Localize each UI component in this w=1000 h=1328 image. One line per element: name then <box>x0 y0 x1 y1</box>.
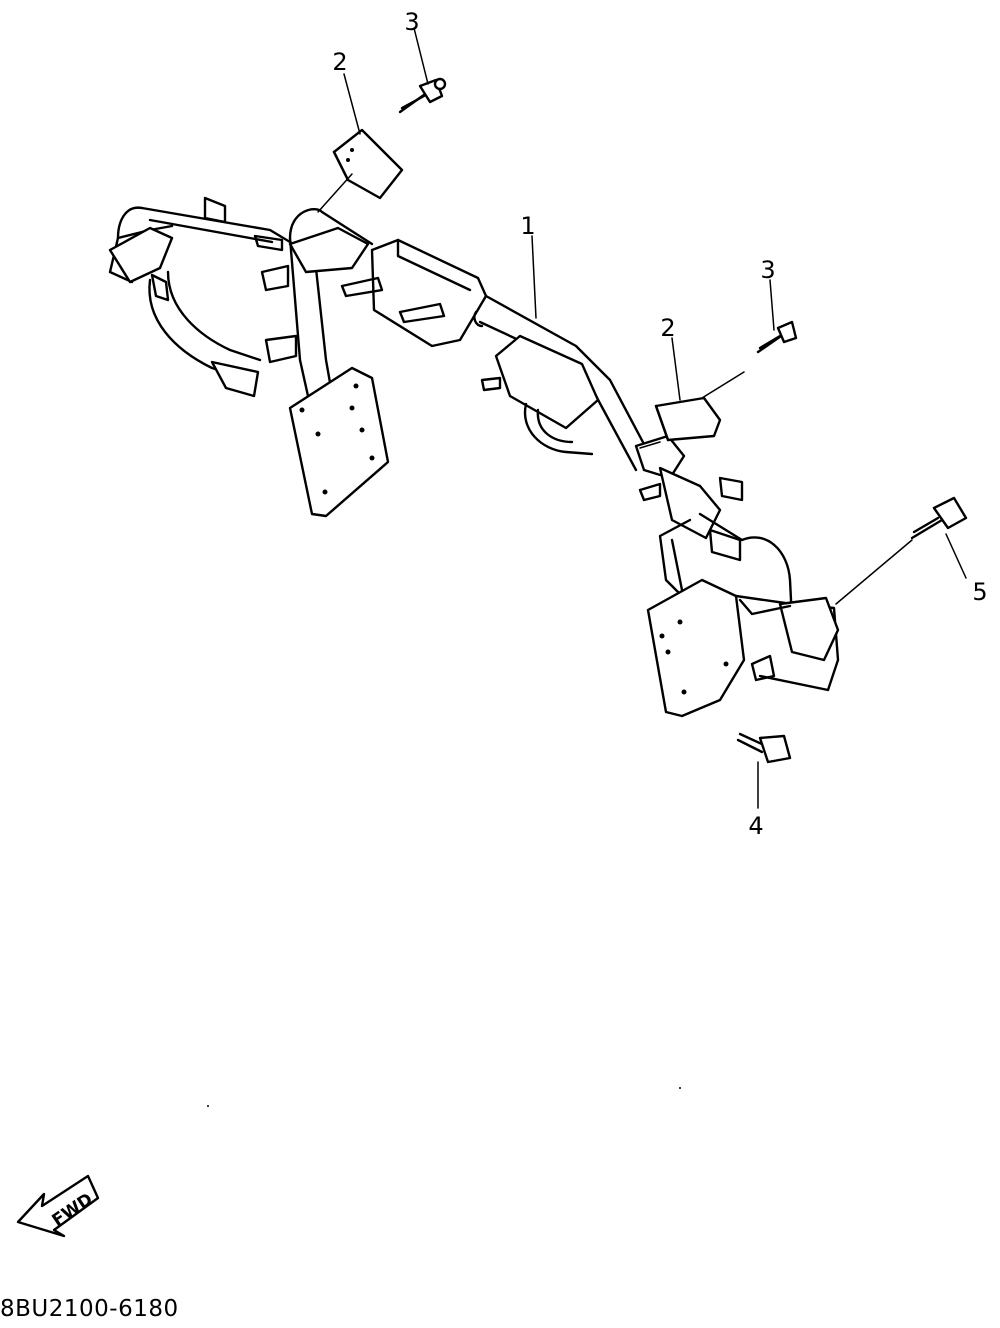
bolt-5 <box>835 496 968 605</box>
callout-5: 5 <box>972 578 987 606</box>
forward-direction-arrow: FWD <box>16 1174 100 1238</box>
callout-3-upper: 3 <box>404 8 419 36</box>
bolt-4 <box>736 732 792 809</box>
leader-lines <box>343 27 967 579</box>
part-code-label: 8BU2100-6180 <box>0 1296 179 1322</box>
handle-frame-assembly <box>108 196 840 718</box>
screw-upper <box>398 77 447 114</box>
callout-4: 4 <box>748 812 763 840</box>
callout-1: 1 <box>520 212 535 240</box>
rubber-damper-lower <box>639 371 745 449</box>
callout-2-upper: 2 <box>332 48 347 76</box>
callout-3-lower: 3 <box>760 256 775 284</box>
screw-lower <box>756 320 798 354</box>
rubber-damper-upper <box>317 128 404 213</box>
callout-2-lower: 2 <box>660 314 675 342</box>
